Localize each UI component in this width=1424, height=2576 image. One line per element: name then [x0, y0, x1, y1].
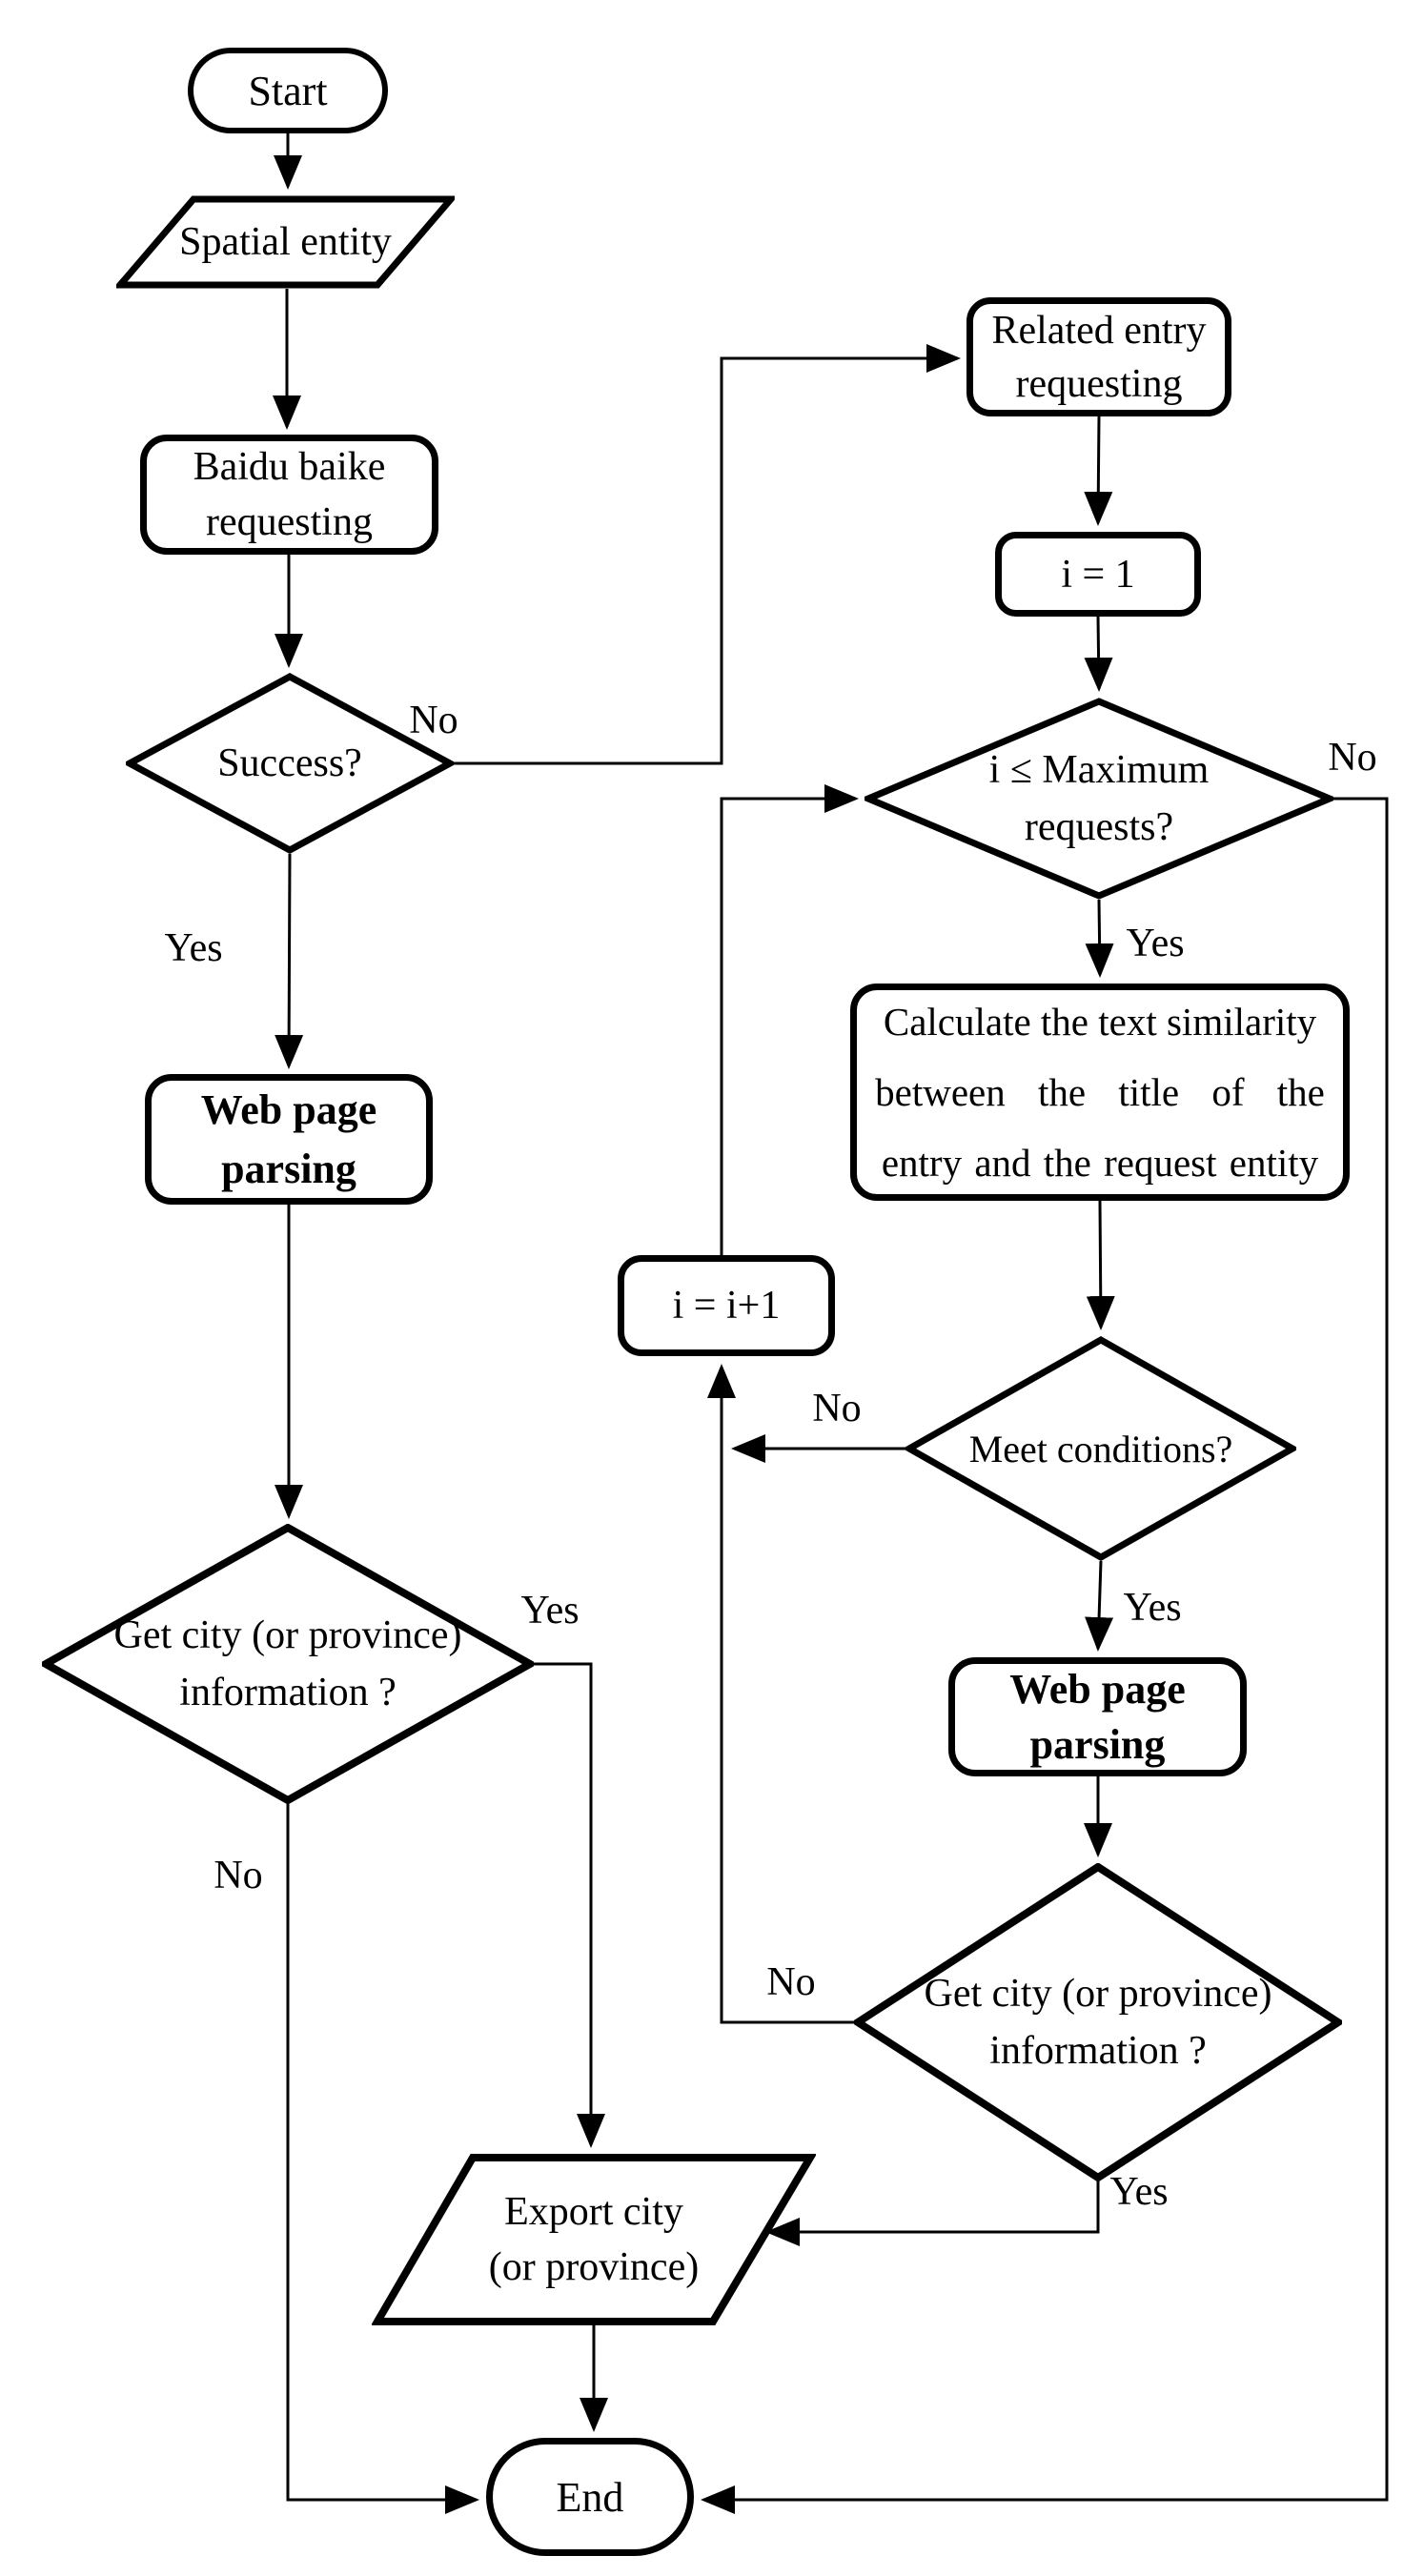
label-success-yes: Yes: [164, 926, 223, 970]
calc-line-3: entry and the request entity: [881, 1141, 1319, 1185]
get-city-left-line-1: Get city (or province): [113, 1613, 462, 1657]
label-get-city-right-no: No: [766, 1960, 816, 2004]
parallelogram-shape: [372, 2154, 816, 2325]
success-label: Success?: [217, 741, 362, 785]
max-requests-line-2: requests?: [1024, 805, 1174, 849]
diamond-shape: [865, 698, 1333, 900]
label-get-city-right-yes: Yes: [1109, 2170, 1169, 2214]
node-get-city-right-decision: Get city (or province) information ?: [854, 1863, 1342, 2181]
node-web-page-parsing-left: Web page parsing: [145, 1074, 433, 1205]
node-increment-counter: i = i+1: [618, 1255, 835, 1356]
node-spatial-entity: Spatial entity: [116, 195, 455, 289]
edge-maxreq-no-to-end: [701, 797, 1389, 2514]
edge-maxreq-yes-to-calc: [1085, 899, 1114, 978]
get-city-left-line-2: information ?: [179, 1671, 397, 1714]
wpp-right-line-2: parsing: [1029, 1720, 1166, 1768]
edge-increment-to-maxreq: [720, 784, 859, 1255]
end-label: End: [556, 2473, 624, 2521]
spatial-entity-label: Spatial entity: [179, 220, 392, 264]
label-success-no: No: [409, 699, 458, 742]
node-calc-similarity: Calculate the text similarity between th…: [850, 984, 1350, 1201]
calc-line-2: between the title of the: [875, 1070, 1325, 1114]
edge-getcity-left-yes-to-export: [534, 1662, 605, 2148]
wpp-left-line-1: Web page: [200, 1085, 377, 1133]
max-requests-line-1: i ≤ Maximum: [988, 748, 1210, 792]
node-init-counter: i = 1: [995, 532, 1201, 617]
diamond-shape: [905, 1336, 1296, 1561]
label-get-city-left-no: No: [214, 1854, 263, 1897]
start-label: Start: [248, 67, 328, 114]
node-get-city-left-decision: Get city (or province) information ?: [42, 1524, 534, 1804]
diamond-shape: [126, 673, 454, 854]
init-counter-label: i = 1: [1061, 552, 1135, 597]
node-web-page-parsing-right: Web page parsing: [948, 1657, 1247, 1776]
label-meet-conditions-no: No: [812, 1387, 862, 1430]
label-max-requests-yes: Yes: [1126, 922, 1185, 965]
wpp-left-line-2: parsing: [221, 1145, 356, 1192]
edge-calc-to-meet: [1086, 1200, 1115, 1330]
edge-getcity-right-no-loop: [707, 1364, 854, 2024]
node-meet-conditions-decision: Meet conditions?: [905, 1336, 1296, 1561]
node-related-entry: Related entry requesting: [966, 297, 1231, 416]
related-line-2: requesting: [1015, 361, 1183, 406]
calc-line-1: Calculate the text similarity: [883, 1000, 1317, 1044]
diamond-shape: [854, 1863, 1342, 2181]
edge-success-no-to-related: [454, 344, 961, 765]
edge-getcity-right-yes-to-export: [765, 2181, 1100, 2246]
increment-counter-label: i = i+1: [672, 1284, 781, 1328]
edge-meet-yes-to-wpp-right: [1085, 1560, 1114, 1652]
get-city-right-line-2: information ?: [989, 2029, 1207, 2073]
node-end: End: [486, 2438, 694, 2556]
edge-getcity-left-no-to-end: [286, 1804, 479, 2514]
baidu-line-2: requesting: [206, 500, 373, 544]
node-start: Start: [188, 48, 388, 133]
node-max-requests-decision: i ≤ Maximum requests?: [865, 698, 1333, 900]
baidu-line-1: Baidu baike: [193, 445, 386, 489]
edge-success-yes: [275, 853, 304, 1069]
node-success-decision: Success?: [126, 673, 454, 854]
export-line-2: (or province): [488, 2245, 700, 2289]
parallelogram-shape: [116, 195, 455, 289]
export-line-1: Export city: [504, 2190, 683, 2234]
edge-i1-to-maxreq: [1084, 616, 1113, 692]
node-baidu-requesting: Baidu baike requesting: [140, 435, 438, 555]
get-city-right-line-1: Get city (or province): [924, 1972, 1272, 2016]
wpp-right-line-1: Web page: [1009, 1665, 1186, 1713]
meet-conditions-label: Meet conditions?: [968, 1427, 1233, 1471]
related-line-1: Related entry: [991, 308, 1207, 353]
label-max-requests-no: No: [1328, 736, 1377, 780]
node-export-city: Export city (or province): [372, 2154, 816, 2325]
label-get-city-left-yes: Yes: [520, 1589, 580, 1633]
diamond-shape: [42, 1524, 534, 1804]
edge-related-to-i1: [1084, 416, 1113, 526]
label-meet-conditions-yes: Yes: [1123, 1586, 1182, 1630]
